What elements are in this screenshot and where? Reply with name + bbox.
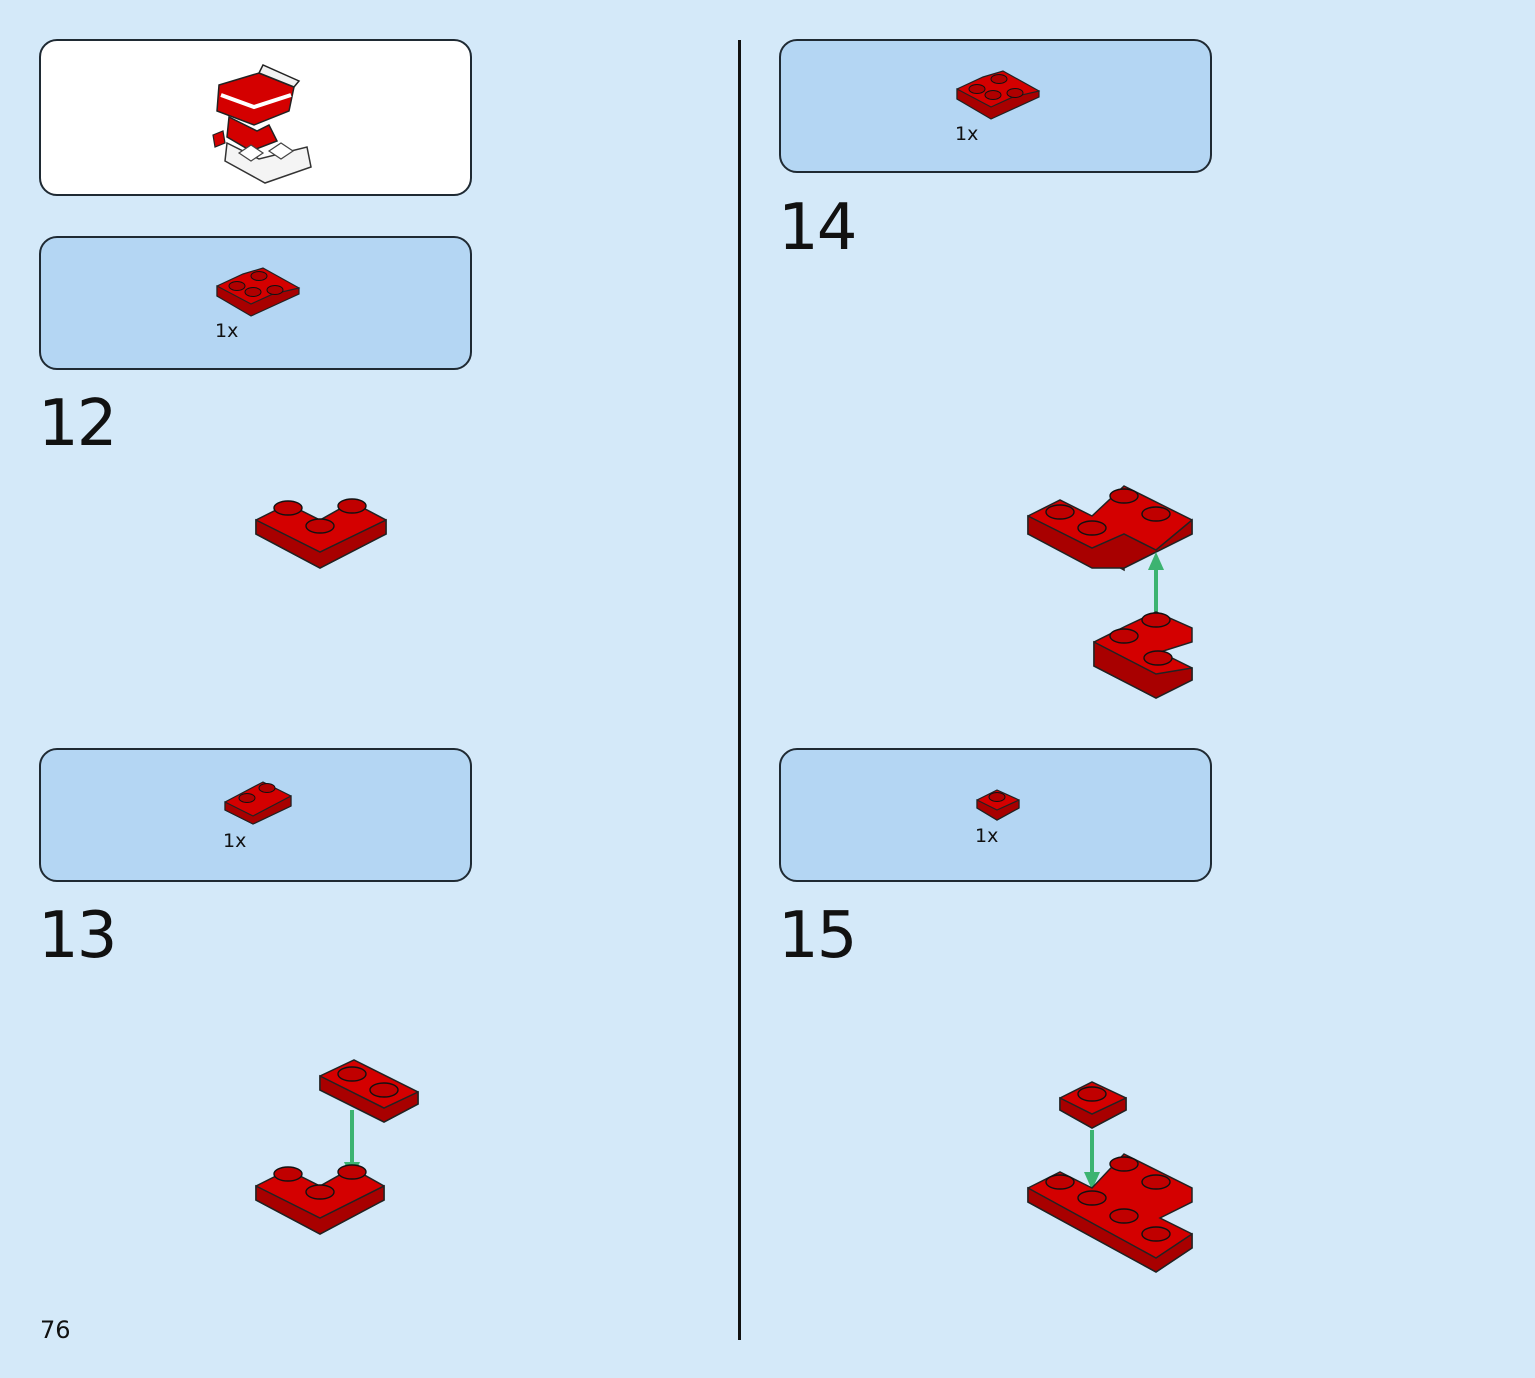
step-14-build-image — [1027, 485, 1193, 699]
step-13-build-image — [255, 1059, 419, 1235]
plate-1x2-part-icon — [224, 781, 292, 825]
step-15-build-image — [1027, 1081, 1193, 1273]
parts-quantity: 1x — [223, 830, 247, 852]
step-15-parts-box: 1x — [779, 748, 1212, 882]
l-plate-part-icon — [956, 70, 1041, 120]
step-14-parts-box: 1x — [779, 39, 1212, 173]
preview-box — [39, 39, 472, 196]
submodel-preview-image — [212, 64, 312, 184]
page-number: 76 — [40, 1316, 71, 1344]
step-12-parts-box: 1x — [39, 236, 472, 370]
plate-1x1-part-icon — [976, 789, 1020, 821]
step-number-15: 15 — [778, 899, 857, 973]
parts-quantity: 1x — [975, 825, 999, 847]
column-divider — [738, 40, 741, 1340]
step-13-parts-box: 1x — [39, 748, 472, 882]
step-number-13: 13 — [38, 899, 117, 973]
l-plate-part-icon — [216, 267, 301, 317]
parts-quantity: 1x — [215, 320, 239, 342]
parts-quantity: 1x — [955, 123, 979, 145]
step-12-build-image — [255, 498, 387, 569]
step-number-12: 12 — [38, 387, 117, 461]
step-number-14: 14 — [778, 191, 857, 265]
